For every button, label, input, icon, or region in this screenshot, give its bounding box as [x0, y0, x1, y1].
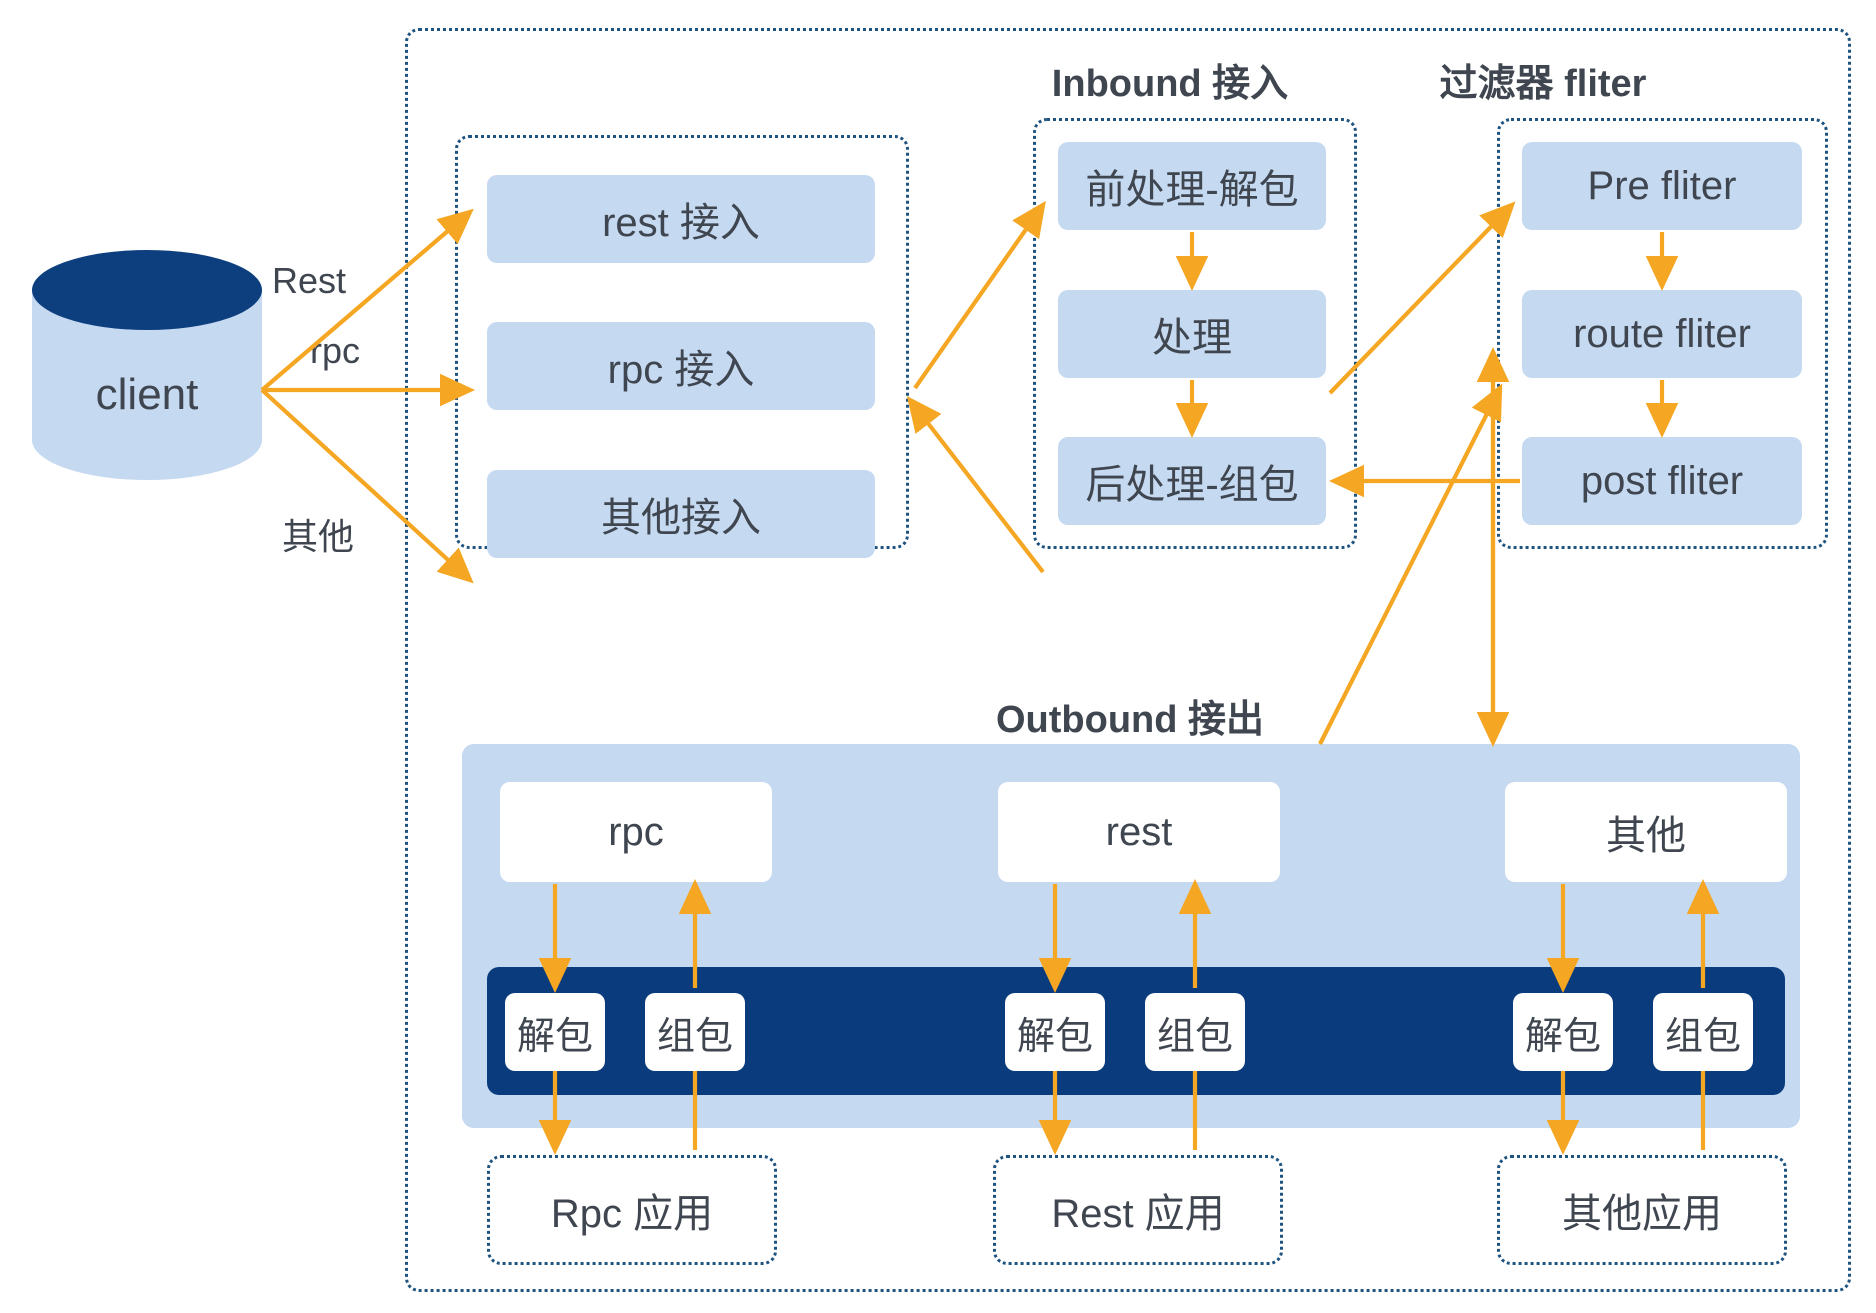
inbound-group-title: Inbound 接入 [1051, 63, 1289, 105]
access-item-rpc[interactable]: rpc 接入 [487, 322, 875, 410]
inbound-item-preprocess[interactable]: 前处理-解包 [1058, 142, 1326, 230]
codec-decode-rest[interactable]: 解包 [1005, 993, 1105, 1071]
filter-item-route[interactable]: route fliter [1522, 290, 1802, 378]
application-rpc[interactable]: Rpc 应用 [487, 1155, 777, 1265]
codec-encode-other[interactable]: 组包 [1653, 993, 1753, 1071]
edge-label-other: 其他 [282, 516, 355, 557]
outbound-protocol-rpc[interactable]: rpc [500, 782, 772, 882]
codec-decode-other[interactable]: 解包 [1513, 993, 1613, 1071]
outbound-protocol-rest[interactable]: rest [998, 782, 1280, 882]
codec-encode-rest[interactable]: 组包 [1145, 993, 1245, 1071]
client-cylinder-bottom [32, 400, 262, 480]
filter-item-post[interactable]: post fliter [1522, 437, 1802, 525]
codec-decode-rpc[interactable]: 解包 [505, 993, 605, 1071]
system-boundary [405, 28, 1851, 1292]
filter-group-title: 过滤器 fliter [1439, 63, 1647, 105]
access-item-other[interactable]: 其他接入 [487, 470, 875, 558]
client-label: client [95, 370, 199, 419]
outbound-group-title: Outbound 接出 [995, 699, 1265, 741]
edge-label-rpc: rpc [310, 330, 361, 371]
inbound-item-postprocess[interactable]: 后处理-组包 [1058, 437, 1326, 525]
inbound-item-process[interactable]: 处理 [1058, 290, 1326, 378]
edge-label-rest: Rest [272, 260, 347, 301]
codec-encode-rpc[interactable]: 组包 [645, 993, 745, 1071]
application-other[interactable]: 其他应用 [1497, 1155, 1787, 1265]
outbound-protocol-other[interactable]: 其他 [1505, 782, 1787, 882]
access-item-rest[interactable]: rest 接入 [487, 175, 875, 263]
client-cylinder-top [32, 250, 262, 330]
application-rest[interactable]: Rest 应用 [993, 1155, 1283, 1265]
filter-item-pre[interactable]: Pre fliter [1522, 142, 1802, 230]
